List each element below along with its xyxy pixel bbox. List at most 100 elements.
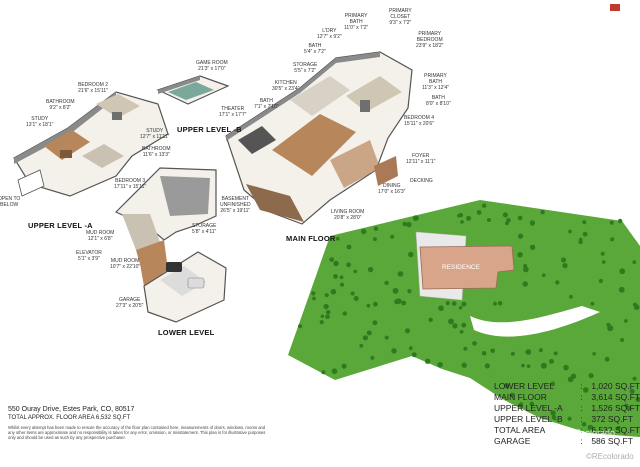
tree — [609, 220, 614, 225]
tree — [384, 280, 389, 286]
tree — [525, 349, 532, 355]
tree — [502, 212, 508, 218]
area-row: GARAGE:586 SQ.FT — [494, 435, 640, 446]
room-label-bath-3: BATH 8'0" x 8'10" — [426, 95, 451, 107]
tree — [569, 294, 573, 299]
tree — [330, 288, 337, 295]
tree — [339, 275, 344, 280]
tree — [384, 335, 389, 340]
tree — [616, 426, 621, 430]
tree — [578, 239, 583, 245]
tree — [484, 363, 490, 369]
tree — [319, 320, 324, 325]
room-label-bath-main: BATH 7'1" x 7'10" — [254, 98, 279, 110]
tree — [562, 263, 568, 269]
tree — [592, 352, 596, 356]
room-label-primary-closet: PRIMARY CLOSET 9'3" x 7'2" — [389, 8, 412, 26]
tree — [538, 348, 544, 353]
tree — [555, 280, 560, 285]
room-label-bath-2: BATH 5'4" x 7'2" — [304, 43, 326, 55]
tree — [510, 351, 515, 356]
tree — [600, 251, 605, 256]
tree — [624, 319, 628, 323]
room-label-decking: DECKING — [410, 178, 433, 184]
tree — [390, 234, 395, 239]
tree — [331, 368, 338, 375]
tree — [588, 373, 594, 379]
room-label-study-b: STUDY 12'7" x 11'11" — [140, 128, 170, 140]
area-row-colon: : — [580, 391, 583, 402]
tree — [407, 289, 412, 294]
room-label-ldry: L'DRY 12'7" x 9'2" — [317, 28, 342, 40]
room-label-garage: GARAGE 27'3" x 20'5" — [116, 297, 144, 309]
tree — [451, 301, 457, 306]
tree — [395, 298, 402, 304]
tree — [350, 291, 355, 296]
tree — [481, 203, 487, 208]
tree — [342, 311, 347, 316]
area-row-value: 586 SQ.FT — [591, 435, 633, 446]
residence-roof — [419, 245, 515, 290]
room-label-primary-bedroom: PRIMARY BEDROOM 23'9" x 18'2" — [416, 31, 444, 49]
tree — [567, 416, 572, 421]
area-row-colon: : — [580, 413, 583, 424]
tree — [311, 291, 316, 296]
watermark-center: REcolorado — [568, 428, 616, 438]
tree — [359, 343, 364, 348]
tree — [518, 403, 523, 408]
area-row: LOWER LEVEL:1,020 SQ.FT — [494, 380, 640, 391]
tree — [510, 392, 515, 398]
tree — [551, 415, 557, 420]
tree — [583, 387, 589, 393]
tree — [635, 396, 640, 403]
tree — [312, 296, 316, 301]
room-label-primary-bath: PRIMARY BATH 11'0" x 7'2" — [344, 13, 369, 31]
tree — [428, 317, 433, 322]
tree — [610, 237, 615, 242]
tree — [367, 266, 374, 273]
area-row-label: UPPER LEVEL -A — [494, 402, 563, 413]
room-label-elevator: ELEVATOR 5'1" x 3'9" — [76, 250, 102, 262]
tree — [437, 362, 443, 368]
tree — [590, 301, 595, 306]
tree — [457, 213, 461, 218]
tree — [372, 320, 378, 326]
tree — [540, 210, 545, 215]
tree — [366, 303, 371, 308]
tree — [506, 218, 511, 223]
tree — [549, 358, 554, 364]
room-label-game-room: GAME ROOM 21'3" x 17'0" — [196, 60, 228, 72]
disclaimer: Whilst every attempt has been made to en… — [8, 425, 266, 440]
tree — [529, 401, 535, 407]
tree — [522, 281, 528, 287]
room-label-dining: DINING 17'0" x 16'3" — [378, 183, 406, 195]
tree — [459, 329, 464, 334]
tree — [411, 352, 417, 358]
room-label-mud-room-2: MUD ROOM 10'7" x 22'10" — [110, 258, 141, 270]
room-label-bathroom-a: BATHROOM 9'2" x 8'2" — [46, 99, 75, 111]
tree — [481, 351, 487, 356]
tree — [632, 260, 637, 265]
tree — [298, 324, 303, 329]
tree — [604, 356, 610, 362]
tree — [401, 300, 407, 306]
tree — [523, 266, 529, 273]
tree — [445, 301, 450, 306]
tree — [490, 348, 496, 354]
room-label-bedroom-2: BEDROOM 2 21'6" x 15'11" — [78, 82, 109, 94]
tree — [526, 364, 531, 369]
tree — [392, 287, 399, 294]
tree — [561, 257, 566, 263]
tree — [412, 215, 419, 222]
tree — [633, 304, 640, 311]
tree — [320, 314, 325, 319]
area-row-label: MAIN FLOOR — [494, 391, 547, 402]
room-label-study-a: STUDY 13'1" x 18'1" — [26, 116, 54, 128]
tree — [448, 318, 454, 325]
tree — [476, 210, 482, 215]
area-row-colon: : — [580, 402, 583, 413]
tree — [452, 323, 458, 329]
tree — [339, 282, 345, 287]
room-label-bathroom-b: BATHROOM 11'6" x 13'3" — [142, 146, 171, 158]
tree — [497, 301, 503, 306]
